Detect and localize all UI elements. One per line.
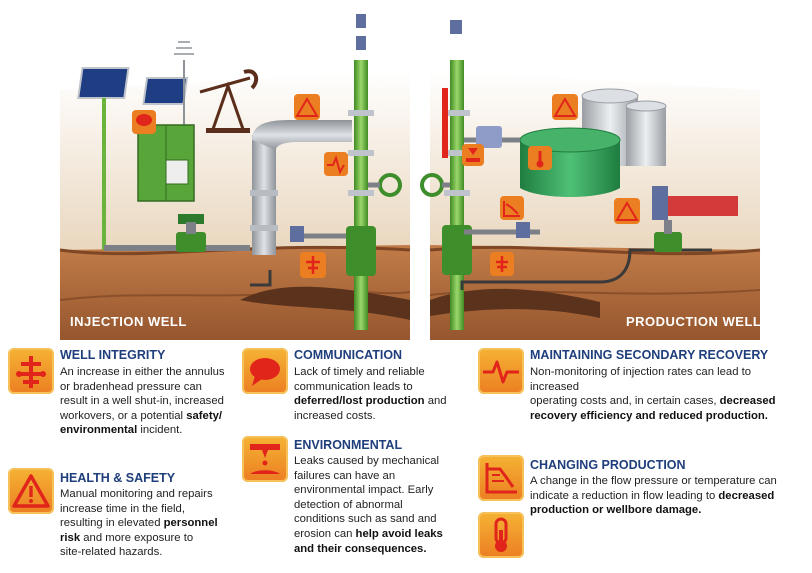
comm-marker-icon: [132, 110, 156, 134]
integrity-marker-icon: [300, 252, 326, 278]
wellhead-tree-right: [420, 20, 712, 330]
wellhead-icon: [8, 348, 54, 394]
secondary-recovery-title: MAINTAINING SECONDARY RECOVERY: [530, 348, 769, 362]
safety-marker-icon-2: [552, 94, 578, 120]
leak-drop-icon: [242, 436, 288, 482]
integrity-marker-icon-2: [490, 252, 514, 276]
well-illustration: INJECTION WELL PRODUCTION WELL: [59, 14, 762, 340]
well-integrity-title: WELL INTEGRITY: [60, 348, 166, 362]
injection-pipe: [250, 120, 352, 255]
well-scene-svg: [59, 14, 761, 340]
speech-bubble-icon: [242, 348, 288, 394]
valve-icon: [176, 214, 206, 252]
warning-triangle-icon: [8, 468, 54, 514]
safety-marker-icon: [294, 94, 320, 120]
declining-chart-icon: [478, 455, 524, 501]
environment-marker-icon: [462, 144, 484, 166]
solar-panel-icon: [77, 41, 194, 250]
health-safety-title: HEALTH & SAFETY: [60, 471, 176, 485]
environmental-text: Leaks caused by mechanical failures can …: [294, 455, 443, 555]
injection-well-label: INJECTION WELL: [70, 314, 187, 329]
pulse-line-icon: [478, 348, 524, 394]
safety-marker-icon-3: [614, 198, 640, 224]
pulse-marker-icon: [324, 152, 348, 176]
communication-text: Lack of timely and reliable communicatio…: [294, 366, 447, 422]
heater-unit-icon: [652, 186, 738, 252]
secondary-recovery-text: Non-monitoring of injection rates can le…: [530, 366, 776, 422]
pump-jack-icon: [199, 69, 259, 133]
chart-marker-icon: [500, 196, 524, 220]
changing-production-text: A change in the flow pressure or tempera…: [530, 475, 777, 517]
thermometer-marker-icon: [528, 146, 552, 170]
health-safety-text: Manual monitoring and repairs increase t…: [60, 488, 218, 559]
changing-production-title: CHANGING PRODUCTION: [530, 458, 686, 472]
environmental-title: ENVIRONMENTAL: [294, 438, 403, 452]
well-integrity-text: An increase in either the annulus or bra…: [60, 366, 225, 437]
production-well-label: PRODUCTION WELL: [626, 314, 762, 329]
wellhead-tree-left: [290, 14, 402, 330]
communication-title: COMMUNICATION: [294, 348, 403, 362]
thermometer-icon: [478, 512, 524, 558]
control-cabinet-icon: [137, 124, 195, 202]
